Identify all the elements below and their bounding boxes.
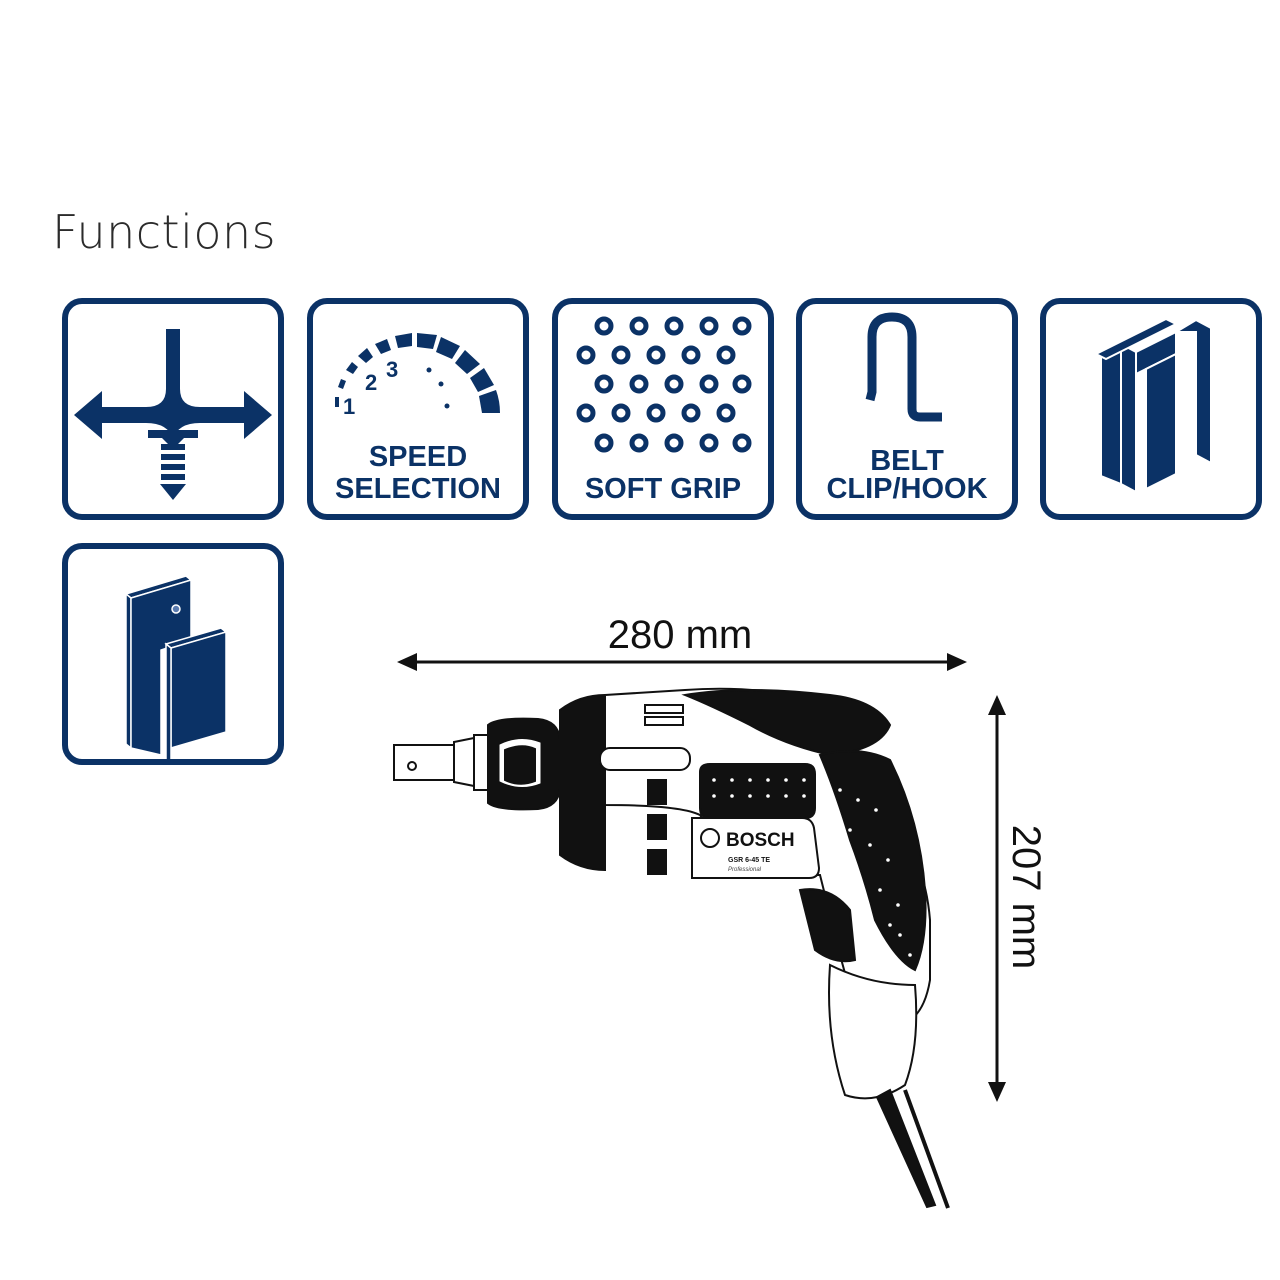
belt-label-line1: BELT <box>870 445 944 477</box>
brand-name: BOSCH <box>726 830 795 851</box>
height-dimension-label: 207 mm <box>1004 825 1048 970</box>
function-icon-speed-selection: 1 2 3 SPEED SELECTION <box>307 298 529 520</box>
function-icon-screwdriving <box>62 298 284 520</box>
soft-grip-label: SOFT GRIP <box>584 473 742 505</box>
grip-texture <box>712 778 912 957</box>
function-icon-wood <box>62 543 284 765</box>
functions-heading: Functions <box>52 205 277 259</box>
wood-boards-icon <box>124 575 228 759</box>
bosch-logo-icon <box>700 828 720 848</box>
length-dimension-arrow <box>397 653 967 671</box>
screw-depth-arrows-icon <box>74 329 272 500</box>
soft-grip-dots-icon <box>576 316 752 453</box>
belt-label-line2: CLIP/HOOK <box>826 473 988 505</box>
dial-number-3: 3 <box>386 357 398 382</box>
function-icon-belt-clip: BELT CLIP/HOOK <box>796 298 1018 520</box>
speed-label-line2: SELECTION <box>335 473 501 505</box>
dial-number-2: 2 <box>365 370 377 395</box>
belt-hook-icon <box>865 312 942 422</box>
steel-beam-icon <box>1093 317 1212 494</box>
dial-number-1: 1 <box>343 394 355 419</box>
speed-label-line1: SPEED <box>368 441 468 473</box>
function-icon-metal <box>1040 298 1262 520</box>
screwdriver-illustration <box>393 687 950 1209</box>
function-icon-soft-grip: SOFT GRIP <box>552 298 774 520</box>
length-dimension-label: 280 mm <box>608 613 753 657</box>
speed-dial-icon: 1 2 3 <box>335 333 500 419</box>
model-name: GSR 6-45 TE <box>728 857 770 864</box>
product-line: Professional <box>728 867 762 873</box>
height-dimension-arrow <box>988 695 1006 1102</box>
